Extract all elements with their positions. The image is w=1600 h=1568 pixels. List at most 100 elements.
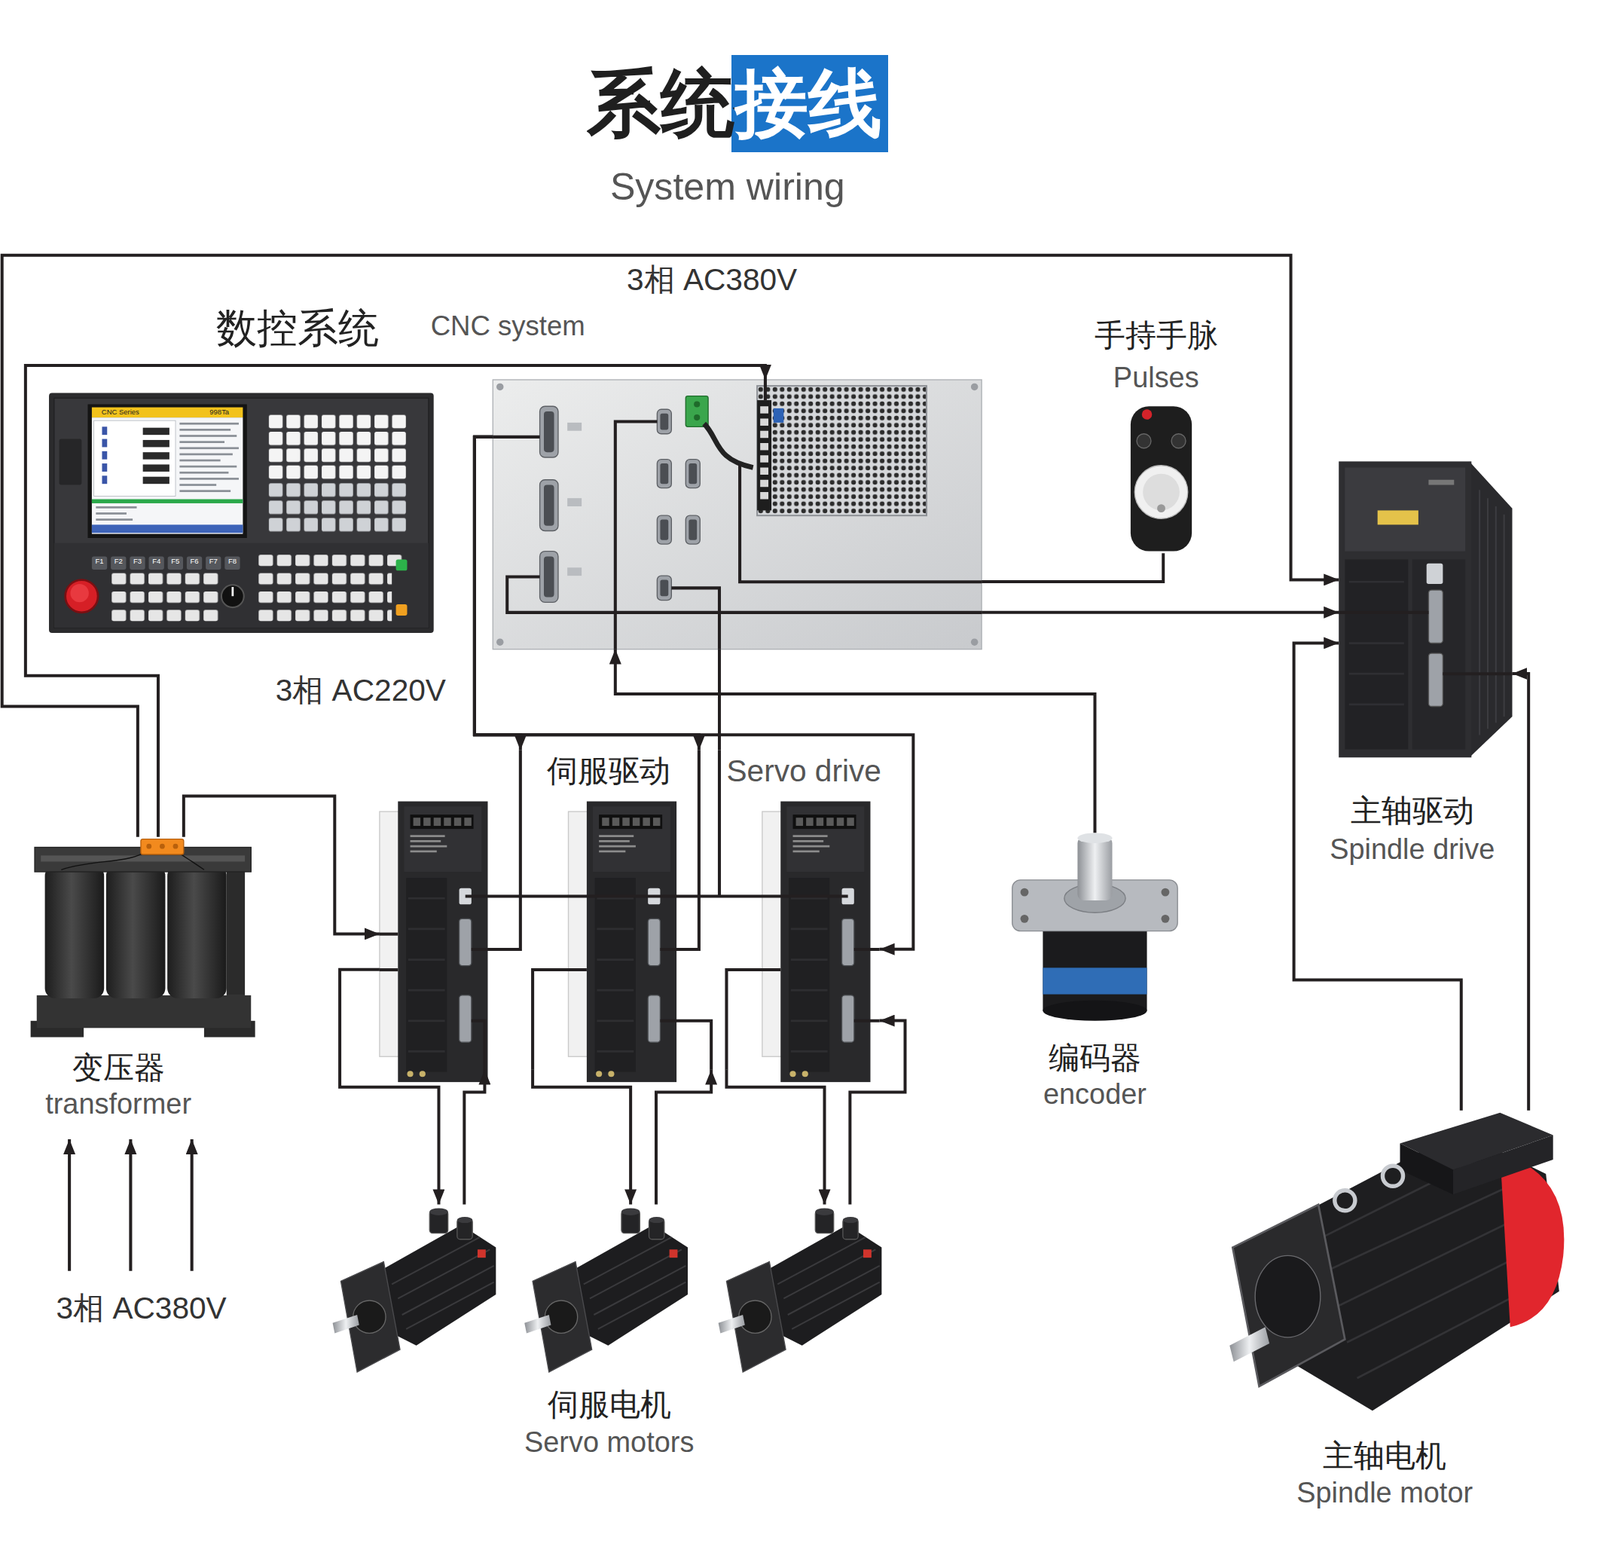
spindle-drive-illustration-part: [1338, 461, 1472, 758]
servo-drive-illustration-part-part: [410, 834, 446, 837]
spindle-drive-illustration-part: [1344, 467, 1466, 552]
servo-drive-illustration-part: [410, 834, 448, 852]
cnc-back-panel-part-part: [567, 567, 582, 576]
encoder-illustration-part: [1042, 1000, 1147, 1021]
encoder-illustration-part: [1077, 833, 1112, 844]
cnc-back-panel-part: [492, 379, 982, 650]
connectors: [2, 255, 1529, 1205]
cnc-front-panel-part-part: [101, 439, 107, 448]
servo-motor-group: 伺服电机Servo motors: [332, 1203, 886, 1374]
cnc-back-panel-part: [688, 519, 697, 541]
servo-motor-illustration-part: [379, 1224, 496, 1346]
spindle-drive-illustration-part: [1428, 479, 1454, 486]
cnc-back-panel-part: [656, 515, 672, 544]
cnc-back-panel-part: [693, 400, 700, 407]
cnc-back-panel-part-part: [567, 422, 582, 431]
cnc-front-panel-part: [95, 422, 239, 521]
wire-stub-part: [659, 1020, 712, 1070]
wire-connector: [339, 969, 439, 1205]
cnc-front-panel-part: [87, 404, 247, 538]
handwheel-illustration: [1130, 406, 1192, 551]
transformer-illustration: [30, 839, 256, 1038]
encoder-illustration-part: [1020, 888, 1030, 897]
transformer-illustration-part: [173, 843, 179, 849]
cnc-back-panel-part-part: [760, 430, 769, 438]
wire-connector: [1511, 673, 1529, 1111]
wire-stub-part: [1442, 671, 1512, 675]
cnc-front-panel-part-part: [179, 440, 225, 443]
servo-drive-illustration-part: [406, 1070, 413, 1077]
spindle-drive: 主轴驱动Spindle drive: [1338, 459, 1512, 758]
servo-motor-illustration-part: [340, 1261, 400, 1372]
key-label: F5: [170, 557, 180, 565]
wire-stub-part: [763, 379, 767, 400]
cnc-front-panel-part-part: [91, 555, 107, 570]
key-label: F8: [228, 557, 237, 565]
wire-connector: [981, 552, 1164, 582]
cnc-back-panel-part-part: [567, 497, 582, 507]
node-heading: 变压器: [72, 1050, 165, 1085]
cnc-front-panel-part-part: [179, 434, 237, 437]
spindle-motor-illustration-part: [1254, 1254, 1321, 1337]
cnc-front-panel-part-part: [95, 518, 133, 521]
cnc-front-panel-part-part: [179, 465, 237, 468]
node-heading: 伺服驱动: [546, 754, 671, 788]
cnc-back-panel-part: [496, 638, 504, 645]
servo-drive-illustration-part-part: [408, 897, 446, 900]
cnc-back-panel-part: [656, 409, 672, 434]
servo-drive-illustration-part: [397, 801, 488, 1083]
wire-connector: [2, 255, 1340, 837]
cnc-back-panel-part: [540, 551, 559, 603]
cnc-system: 数控系统CNC system: [492, 379, 982, 650]
cnc-front-panel-part-part: [143, 464, 170, 471]
wire-stub-part: [717, 750, 721, 897]
spindle-drive-illustration-part: [1344, 558, 1408, 749]
wire-stub-part: [471, 750, 521, 950]
cnc-front-panel-part-part: [179, 422, 239, 425]
servo-drive-illustration-part-part: [433, 817, 441, 826]
cnc-back-panel-part: [659, 463, 669, 484]
node-heading: 主轴驱动: [1350, 793, 1475, 828]
key-label: F7: [209, 557, 218, 565]
servo-drive-illustration-part-part: [410, 839, 442, 843]
servo-motor-illustration-part: [353, 1300, 386, 1333]
wire-connector: [981, 610, 1339, 614]
wire-connector: [656, 1069, 712, 1205]
cnc-front-panel-part: [48, 393, 434, 633]
cnc-front-panel-part-part: [101, 451, 107, 460]
servo-motor-illustration-part: [477, 1248, 486, 1258]
cnc-back-panel-part: [659, 580, 669, 597]
encoder-illustration-part: [1042, 923, 1147, 1011]
cnc-front-panel-part: [256, 571, 392, 627]
cnc-back-panel-part: [543, 555, 555, 597]
cnc-front-panel-part-part: [179, 489, 231, 492]
handwheel: 手持手脉Pulses: [1128, 403, 1196, 553]
title-text: 系统接线: [586, 63, 883, 144]
cnc-front-panel-part-part: [95, 506, 137, 509]
wire-stub-part: [379, 932, 398, 936]
servo-drive-illustration-part-part: [413, 817, 421, 826]
wire-stub-part: [465, 894, 849, 898]
servo-drive-illustration-part: [459, 918, 472, 965]
cnc-front-panel-part-part: [179, 459, 220, 462]
cnc-front-panel-part: [54, 543, 429, 628]
spindle-motor-illustration-part: [1382, 1165, 1403, 1186]
wire-stub-part: [671, 587, 720, 649]
cnc-front-panel-part-part: [143, 427, 170, 435]
wire-stub: [379, 379, 1513, 1070]
handwheel-illustration-part: [1136, 433, 1152, 449]
spindle-drive-illustration-part-part: [1349, 702, 1405, 706]
cnc-front-panel-part: [231, 586, 234, 596]
cnc-back-panel-part: [685, 459, 700, 489]
spindle-motor-illustration-part: [1400, 1142, 1454, 1194]
cnc-front-panel-part: [91, 417, 243, 534]
handwheel-illustration-part: [1141, 409, 1153, 420]
transformer-illustration-part: [40, 854, 245, 862]
wire-connector: [25, 365, 766, 837]
servo-drive-illustration-part-part: [423, 817, 431, 826]
node-heading: 主轴电机: [1322, 1438, 1447, 1473]
cnc-front-panel-part-part: [179, 483, 217, 486]
wire-stub-part: [739, 464, 982, 582]
cnc-back-panel-part-part: [760, 454, 769, 462]
supply-arrow: [69, 1138, 193, 1271]
